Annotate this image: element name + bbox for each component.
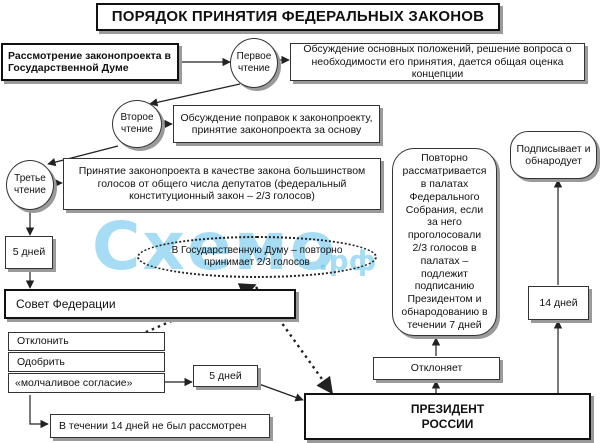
second-reading-node: Второе чтение <box>112 100 162 148</box>
to-council-days-box: 5 дней <box>5 236 53 269</box>
not-reviewed-box: В течении 14 дней не был рассмотрен <box>50 414 270 438</box>
sign-days-box: 14 дней <box>528 286 589 320</box>
to-president-days-box: 5 дней <box>193 365 258 387</box>
duma-revote-ellipse: В Государственную Думу – повторно приним… <box>137 236 377 278</box>
fc-approve: Одобрить <box>8 352 165 372</box>
override-box: Повторно рассматривается в палатах Федер… <box>392 148 497 336</box>
president-box: ПРЕЗИДЕНТ РОССИИ <box>304 393 591 440</box>
page-title: ПОРЯДОК ПРИНЯТИЯ ФЕДЕРАЛЬНЫХ ЗАКОНОВ <box>96 3 500 31</box>
third-reading-node: Третье чтение <box>6 160 54 210</box>
federation-council-box: Совет Федерации <box>4 289 296 319</box>
first-reading-description: Обсуждение основных положений, решение в… <box>290 43 585 81</box>
second-reading-description: Обсуждение поправок к законопроекту, при… <box>173 105 380 143</box>
president-rejects-box: Отклоняет <box>373 357 500 380</box>
third-reading-description: Принятие законопроекта в качестве закона… <box>63 158 381 210</box>
fc-silent-consent: «молчаливое согласие» <box>8 373 165 393</box>
first-reading-node: Первое чтение <box>230 38 278 88</box>
arrow-first-to-second <box>149 83 241 107</box>
arrow-to-not-reviewed <box>29 395 49 429</box>
signs-box: Подписывает и обнародует <box>510 131 597 179</box>
duma-review-box: Рассмотрение законопроекта в Государстве… <box>1 43 179 81</box>
arrow-days-to-president <box>258 383 304 402</box>
fc-reject: Отклонить <box>8 332 165 351</box>
arrow-second-to-third <box>47 145 119 167</box>
